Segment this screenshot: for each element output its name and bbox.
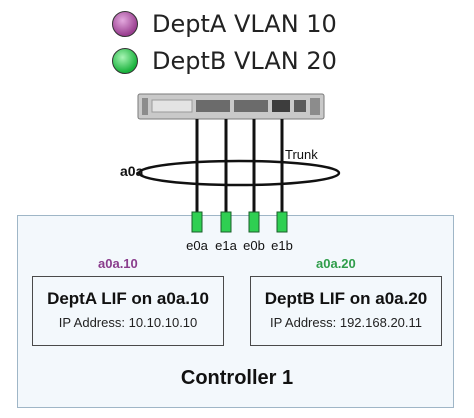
switch-icon — [137, 93, 325, 120]
vlan-a-tag: a0a.10 — [98, 256, 138, 271]
port-connectors-icon — [191, 211, 288, 233]
port-label: e0a — [186, 238, 208, 253]
trunk-label: Trunk — [285, 147, 318, 162]
lif-title: DeptB LIF on a0a.20 — [264, 289, 428, 308]
green-dot-icon — [112, 48, 138, 74]
trunk-ellipse — [137, 159, 341, 187]
lif-ip-address: IP Address: 192.168.20.11 — [269, 315, 423, 330]
controller-title: Controller 1 — [180, 367, 294, 389]
cable-lines — [195, 119, 284, 212]
port-label: e1b — [271, 238, 293, 253]
lif-ip-address: IP Address: 10.10.10.10 — [58, 315, 198, 330]
legend-item-deptb: DeptB VLAN 20 — [112, 47, 337, 75]
legend-label: DeptA VLAN 10 — [152, 10, 337, 38]
port-label: e0b — [243, 238, 265, 253]
legend-item-depta: DeptA VLAN 10 — [112, 10, 337, 38]
purple-dot-icon — [112, 11, 138, 37]
lif-box-deptb: DeptB LIF on a0a.20 IP Address: 192.168.… — [250, 276, 442, 346]
legend-label: DeptB VLAN 20 — [152, 47, 337, 75]
vlan-b-tag: a0a.20 — [316, 256, 356, 271]
port-label: e1a — [215, 238, 237, 253]
lif-box-depta: DeptA LIF on a0a.10 IP Address: 10.10.10… — [32, 276, 224, 346]
ifgrp-label: a0a — [120, 163, 144, 179]
lif-title: DeptA LIF on a0a.10 — [47, 289, 209, 308]
